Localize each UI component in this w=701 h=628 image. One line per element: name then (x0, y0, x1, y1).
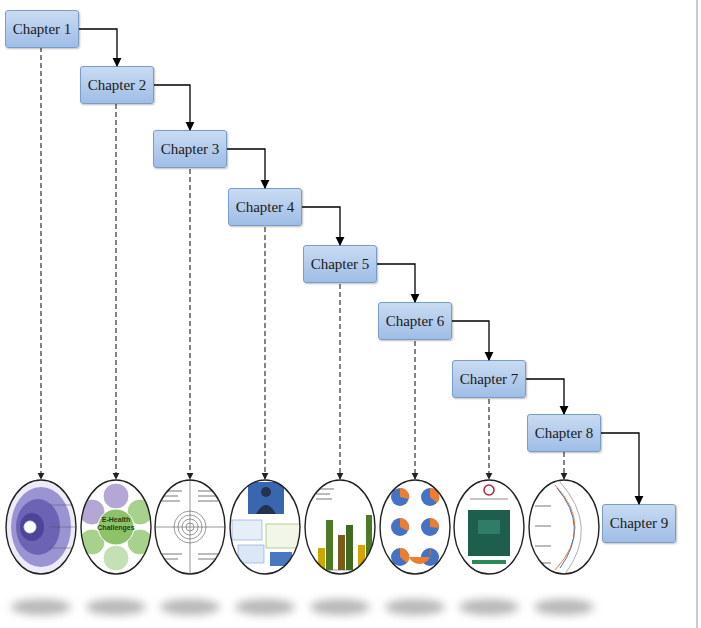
chapter-box: Chapter 6 (378, 302, 452, 340)
chapter-box: Chapter 8 (527, 414, 601, 452)
chapter-label: Chapter 5 (311, 256, 370, 273)
flow-connector (601, 433, 639, 504)
flow-connector (154, 85, 190, 130)
chapter-label: Chapter 6 (386, 313, 445, 330)
thumbnail-caption: E-Health Challenges (88, 516, 144, 532)
chapter-label: Chapter 8 (535, 425, 594, 442)
flow-connector (227, 149, 265, 188)
chapter-box: Chapter 2 (80, 66, 154, 104)
thumbnail-3 (150, 470, 240, 580)
thumbnail-4 (225, 470, 315, 580)
page-border (697, 0, 698, 628)
thumbnail-1 (0, 470, 90, 580)
chapter-label: Chapter 7 (460, 371, 519, 388)
chapter-box: Chapter 5 (303, 245, 377, 283)
chapter-box: Chapter 3 (153, 130, 227, 168)
flow-connector (302, 207, 340, 245)
flow-connector (452, 321, 489, 360)
thumbnail-rims (6, 480, 599, 574)
chapter-box: Chapter 7 (452, 360, 526, 398)
thumbnail-7 (450, 470, 540, 580)
thumbnail-5 (300, 470, 390, 580)
chapter-label: Chapter 3 (161, 141, 220, 158)
chapter-label: Chapter 2 (88, 77, 147, 94)
flow-connector (526, 379, 564, 414)
flow-connector (377, 264, 415, 302)
chapter-box: Chapter 4 (228, 188, 302, 226)
thumbnail-6 (375, 470, 465, 580)
chapter-label: Chapter 9 (610, 515, 669, 532)
leader-lines (41, 47, 564, 479)
flow-connector (79, 29, 117, 66)
chapter-label: Chapter 4 (236, 199, 295, 216)
thumbnail-shadows (11, 599, 594, 615)
thumbnail-2 (75, 470, 165, 580)
chapter-box: Chapter 9 (602, 504, 676, 543)
chapter-label: Chapter 1 (13, 21, 72, 38)
chapter-box: Chapter 1 (5, 10, 79, 48)
